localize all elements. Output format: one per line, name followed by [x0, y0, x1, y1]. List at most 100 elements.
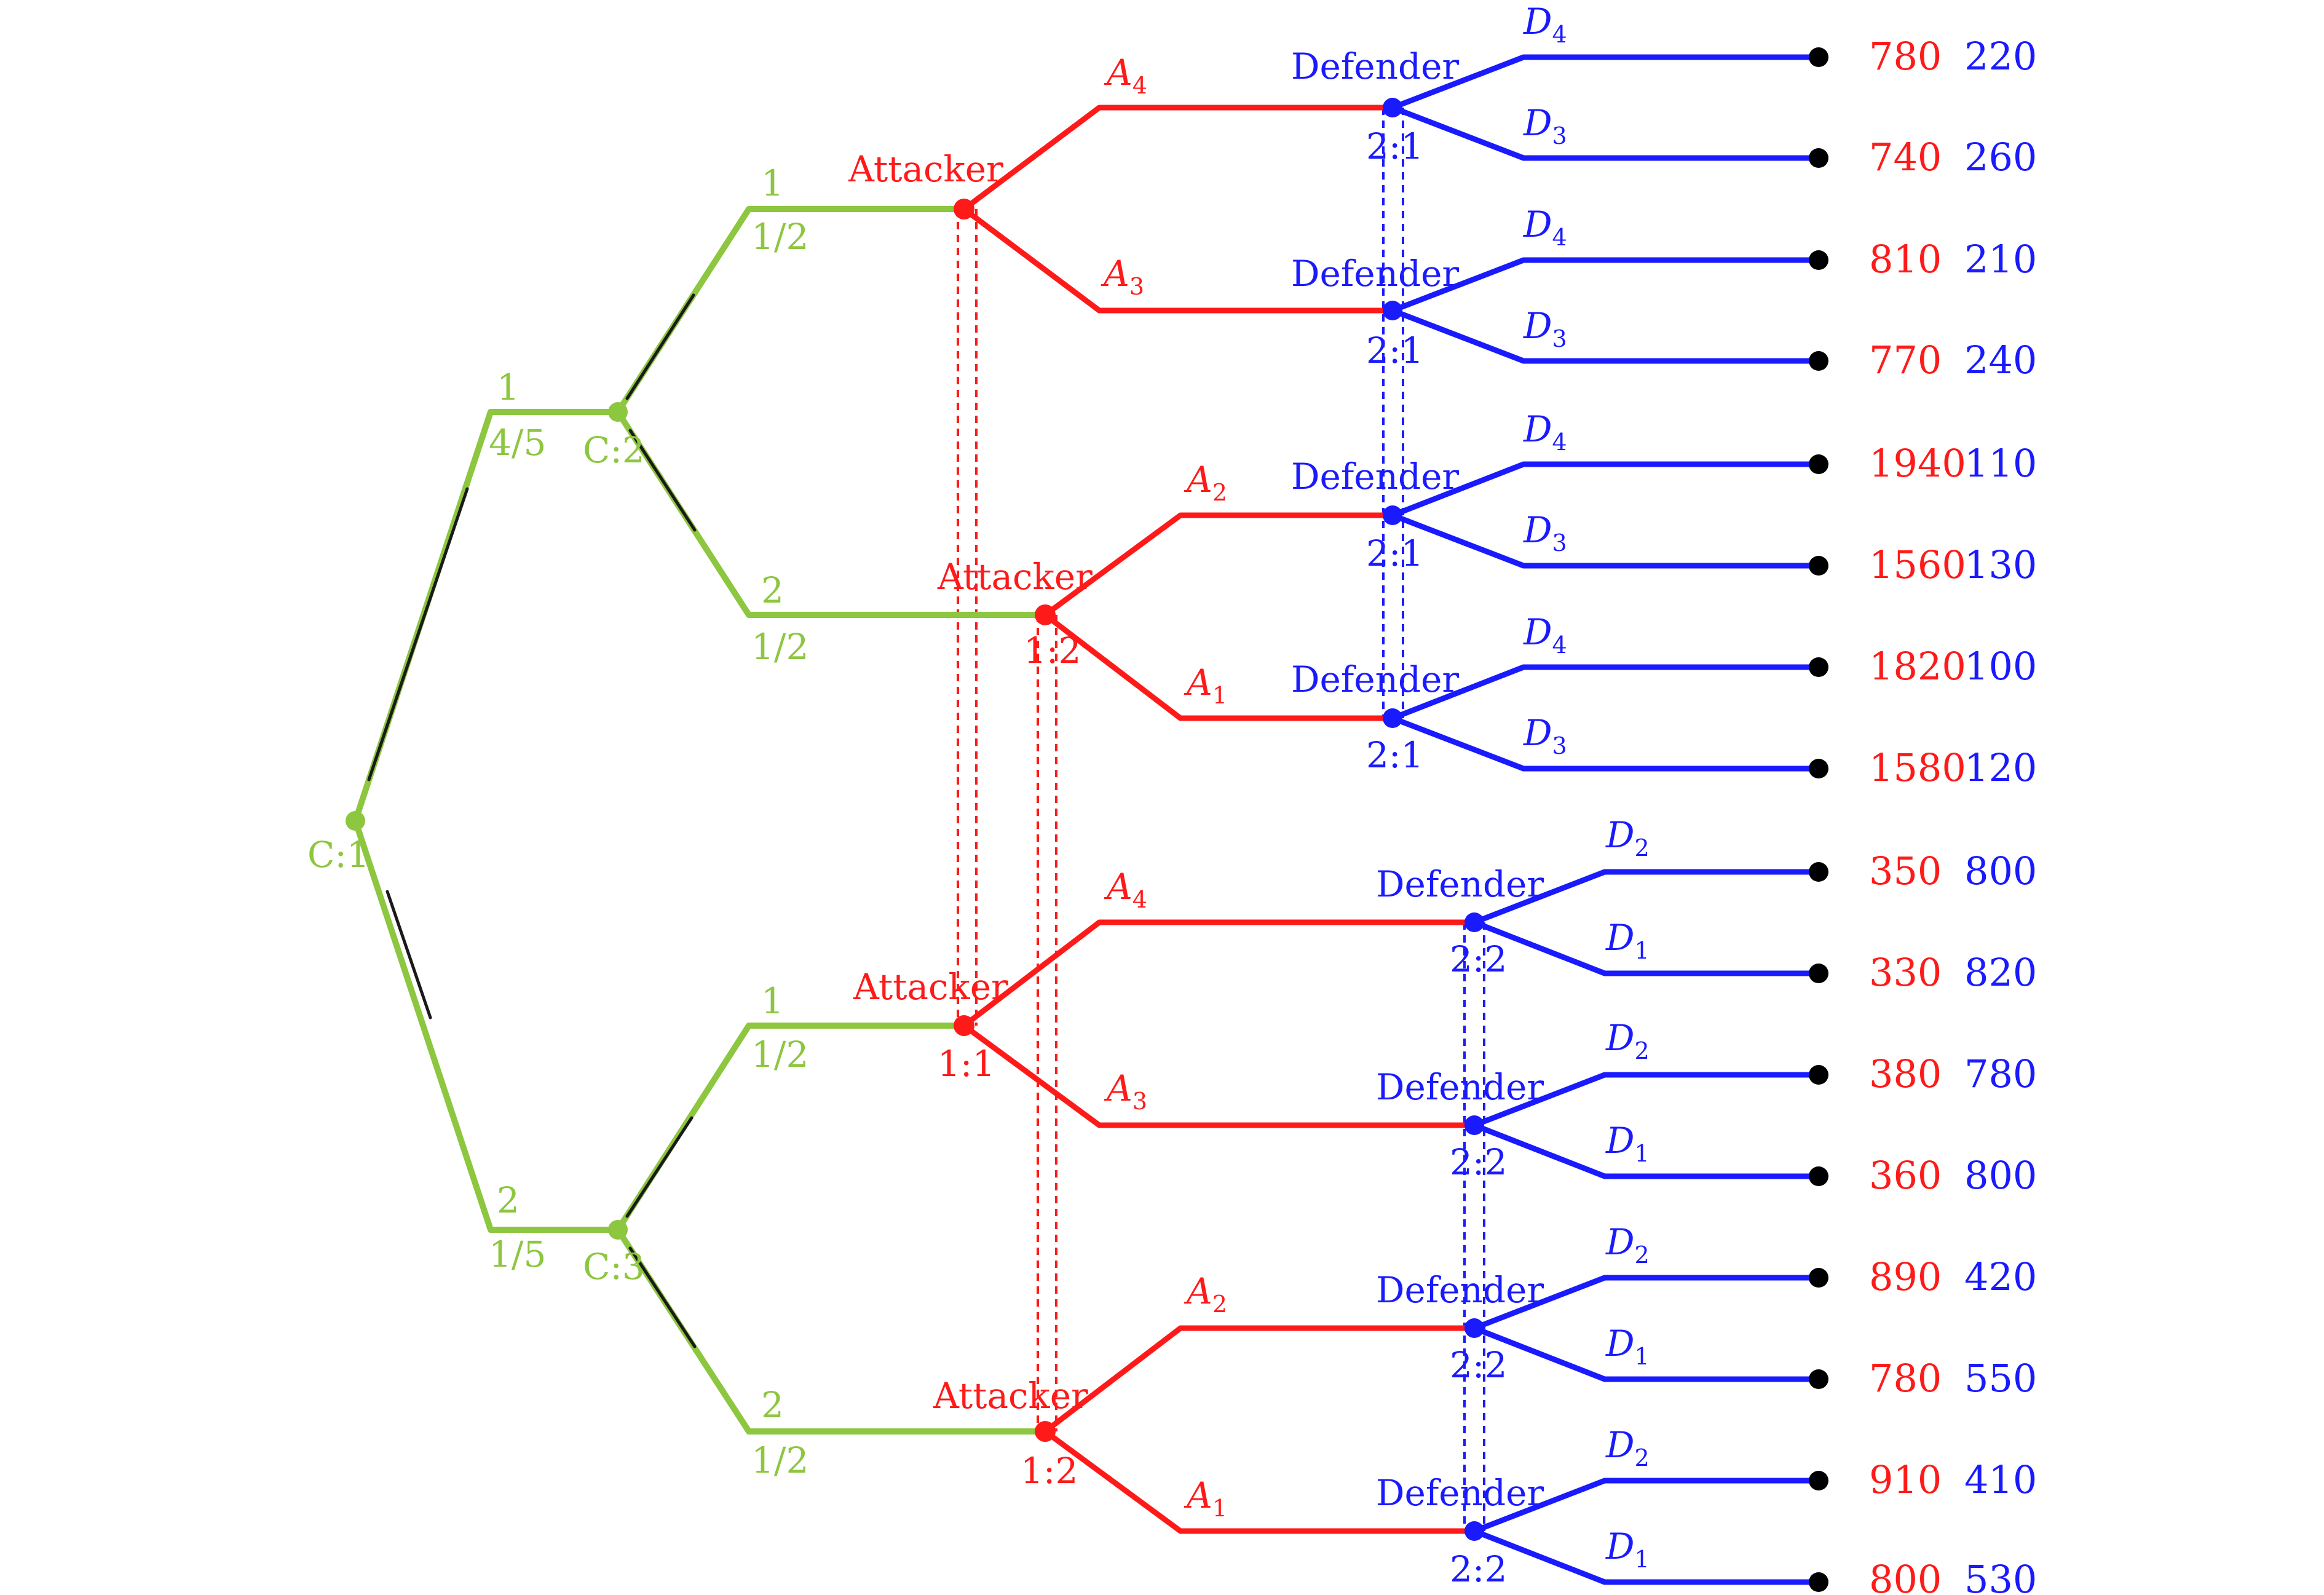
action-subscript: 1 [1635, 1343, 1650, 1370]
leaf-node [1809, 47, 1828, 67]
attacker-payoff: 810 [1869, 237, 1942, 282]
attacker-payoff: 350 [1869, 849, 1942, 893]
defender-action-label: D2 [1605, 1221, 1650, 1268]
attacker-payoff: 800 [1869, 1557, 1942, 1595]
leaf-node [1809, 1268, 1828, 1288]
defender-labels: Defender 2:1 Defender 2:1 Defender 2:1 D… [1291, 1, 1650, 1590]
attacker-branch-a2-up [1042, 512, 1396, 618]
defender-title: Defender [1291, 659, 1459, 700]
defender-action-label: D4 [1523, 204, 1567, 251]
action-letter: D [1523, 509, 1552, 551]
defender-action-label: D1 [1605, 917, 1650, 964]
chance-branch-c1-lower [352, 818, 621, 1233]
attacker-payoff: 780 [1869, 34, 1942, 79]
chance-node-label: C:2 [583, 429, 645, 471]
attacker-payoff: 910 [1869, 1457, 1942, 1502]
defender-branch-d3-dn [1389, 512, 1820, 569]
defender-payoff: 800 [1964, 1153, 2037, 1198]
defender-payoff: 100 [1964, 644, 2037, 689]
attacker-title: Attacker [933, 1375, 1088, 1417]
defender-title: Defender [1376, 1269, 1544, 1311]
action-letter: D [1523, 1, 1552, 42]
leaf-node [1809, 1471, 1828, 1490]
branch-prob-label: 1/2 [751, 216, 808, 258]
branch-name-label: 2 [497, 1179, 520, 1221]
defender-info-set-label: 2:2 [1450, 938, 1507, 980]
defender-nodes [1383, 98, 1484, 1541]
action-subscript: 4 [1132, 72, 1147, 99]
action-subscript: 1 [1635, 1546, 1650, 1573]
defender-payoff: 420 [1964, 1254, 2037, 1299]
attacker-action-label: A4 [1104, 866, 1147, 913]
action-letter: D [1523, 408, 1552, 450]
defender-action-label: D4 [1523, 611, 1567, 659]
leaf-node [1809, 657, 1828, 677]
defender-action-label: D2 [1605, 1017, 1650, 1064]
chance-nodes [346, 402, 628, 1240]
attacker-action-label: A2 [1184, 459, 1227, 506]
defender-payoff: 800 [1964, 849, 2037, 893]
branch-prob-label: 1/5 [489, 1233, 546, 1275]
action-subscript: 4 [1552, 224, 1567, 251]
attacker-payoff: 380 [1869, 1051, 1942, 1096]
defender-node-d1 [1383, 98, 1402, 117]
leaf-node [1809, 862, 1828, 882]
action-subscript: 4 [1552, 429, 1567, 456]
attacker-branches [961, 105, 1477, 1534]
defender-title: Defender [1376, 1066, 1544, 1108]
leaf-node [1809, 1572, 1828, 1592]
attacker-payoff: 1560 [1869, 542, 1966, 587]
defender-action-label: D1 [1605, 1526, 1650, 1573]
defender-branch-d2-up [1389, 257, 1820, 314]
defender-branches [1389, 54, 1820, 1585]
action-letter: D [1605, 1120, 1635, 1162]
defender-info-set-label: 2:2 [1450, 1141, 1507, 1183]
action-letter: A [1101, 253, 1129, 295]
branch-prob-label: 1/2 [751, 1439, 808, 1481]
action-letter: A [1184, 459, 1212, 501]
defender-branch-d8-up [1471, 1478, 1820, 1534]
action-letter: D [1523, 102, 1552, 144]
action-subscript: 2 [1635, 1037, 1650, 1064]
branch-shadow [628, 1246, 697, 1348]
branch-shadow [628, 429, 697, 532]
attacker-branch-a1-up [961, 105, 1396, 212]
attacker-node-a1 [954, 199, 974, 220]
defender-payoff: 240 [1964, 338, 2037, 382]
defender-payoff: 110 [1964, 441, 2037, 486]
branch-shadow [367, 487, 469, 782]
defender-node-d6 [1464, 1115, 1484, 1135]
action-letter: A [1184, 1474, 1212, 1516]
leaf-nodes [1809, 47, 1828, 1592]
action-letter: D [1605, 1526, 1635, 1567]
attacker-info-set-label: 1:2 [1021, 1450, 1078, 1492]
action-subscript: 2 [1635, 834, 1650, 861]
attacker-labels: Attacker Attacker 1:2 Attacker 1:1 Attac… [848, 52, 1227, 1522]
defender-action-label: D3 [1523, 102, 1567, 149]
attacker-branch-a4-up [1042, 1325, 1477, 1435]
attacker-branch-a3-dn [961, 1023, 1477, 1128]
action-subscript: 1 [1212, 1495, 1227, 1522]
defender-payoff: 260 [1964, 135, 2037, 180]
defender-payoff: 130 [1964, 542, 2037, 587]
action-subscript: 3 [1552, 122, 1567, 149]
attacker-node-a2 [1035, 604, 1056, 625]
attacker-payoff: 780 [1869, 1356, 1942, 1401]
defender-action-label: D2 [1605, 1424, 1650, 1471]
defender-action-label: D1 [1605, 1323, 1650, 1370]
branch-prob-label: 4/5 [489, 422, 546, 464]
action-subscript: 1 [1212, 682, 1227, 709]
defender-branch-d7-up [1471, 1275, 1820, 1331]
defender-branch-d8-dn [1471, 1528, 1820, 1585]
chance-node-c2 [608, 402, 628, 422]
defender-info-set-label: 2:2 [1450, 1344, 1507, 1386]
defender-branch-d6-dn [1471, 1122, 1820, 1179]
defender-payoff: 820 [1964, 950, 2037, 995]
branch-name-label: 1 [761, 980, 784, 1022]
defender-info-set-label: 2:1 [1366, 532, 1423, 574]
defender-node-d7 [1464, 1318, 1484, 1338]
defender-payoff: 780 [1964, 1051, 2037, 1096]
defender-payoff: 210 [1964, 237, 2037, 282]
action-letter: D [1523, 712, 1552, 754]
attacker-title: Attacker [937, 556, 1093, 598]
